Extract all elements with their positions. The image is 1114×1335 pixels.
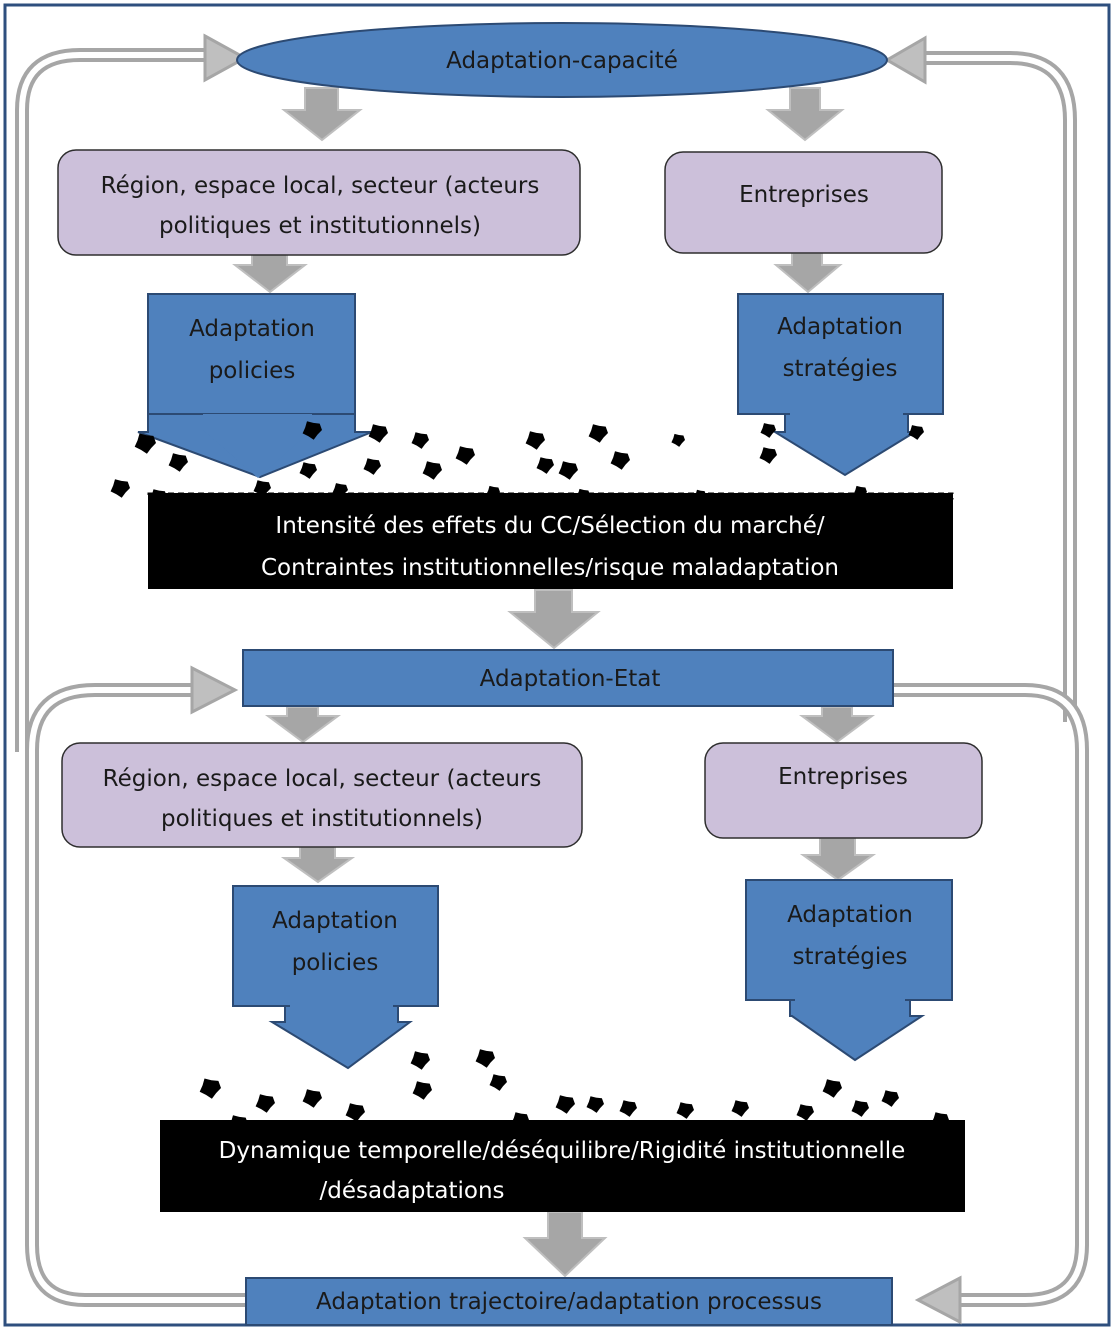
noise-blob bbox=[760, 423, 776, 438]
arrow-firms2-to-strategies bbox=[799, 837, 877, 882]
adaptation-capacity-node: Adaptation-capacité bbox=[236, 22, 888, 98]
policies2-label-line1: Adaptation bbox=[272, 908, 398, 934]
strategies-label-line2: stratégies bbox=[783, 356, 898, 382]
noise-blob bbox=[908, 425, 924, 440]
noise-blob bbox=[412, 1081, 432, 1100]
state-label: Adaptation-Etat bbox=[480, 666, 661, 692]
strategies-arrow-top: Adaptation stratégies bbox=[737, 293, 944, 477]
firms-box-top: Entreprises bbox=[664, 151, 943, 254]
feedback-loop-top bbox=[15, 33, 1077, 752]
constraint-label-line2: Contraintes institutionnelles/risque mal… bbox=[261, 555, 839, 581]
noise-blob bbox=[368, 424, 388, 443]
noise-blob bbox=[363, 458, 381, 475]
arrow-capacity-to-firms bbox=[765, 87, 845, 142]
noise-blob bbox=[455, 446, 475, 465]
noise-blob bbox=[110, 479, 130, 498]
noise-blob bbox=[253, 480, 271, 497]
noise-blob bbox=[410, 1051, 430, 1070]
constraint-band-bottom: Dynamique temporelle/déséquilibre/Rigidi… bbox=[160, 1120, 965, 1212]
noise-blob bbox=[199, 1078, 221, 1099]
noise-blob bbox=[411, 432, 429, 449]
arrow-capacity-to-region bbox=[281, 87, 363, 142]
noise-blob bbox=[881, 1090, 899, 1107]
arrow-state-to-firms bbox=[798, 706, 876, 744]
constraint2-label-line2: /désadaptations bbox=[319, 1178, 504, 1204]
arrow-constraint-to-state bbox=[507, 589, 601, 650]
policies2-label-line2: policies bbox=[292, 950, 379, 976]
noise-blob bbox=[586, 1096, 604, 1113]
strategies2-label-line1: Adaptation bbox=[787, 902, 913, 928]
noise-blob bbox=[255, 1094, 275, 1113]
policies-arrow-bottom: Adaptation policies bbox=[232, 885, 439, 1070]
noise-blob bbox=[851, 1100, 869, 1117]
flow-arrows bbox=[232, 87, 877, 1278]
adaptation-state-node: Adaptation-Etat bbox=[242, 649, 894, 707]
arrow-firms-to-strategies bbox=[773, 252, 843, 294]
noise-blob bbox=[759, 447, 777, 464]
strategies-label-line1: Adaptation bbox=[777, 314, 903, 340]
noise-blob bbox=[345, 1103, 365, 1122]
noise-blob bbox=[731, 1100, 749, 1117]
noise-blob bbox=[536, 457, 554, 474]
region2-label-line2: politiques et institutionnels) bbox=[161, 806, 483, 832]
region-label-line2: politiques et institutionnels) bbox=[159, 213, 481, 239]
noise-blob bbox=[558, 461, 578, 480]
noise-blob bbox=[489, 1074, 507, 1091]
firms-box-bottom: Entreprises bbox=[704, 742, 983, 839]
firms-label: Entreprises bbox=[739, 182, 869, 208]
noise-blob bbox=[555, 1095, 575, 1114]
constraint-label-line1: Intensité des effets du CC/Sélection du … bbox=[275, 513, 824, 539]
feedback-loop-bottom bbox=[25, 665, 1089, 1325]
noise-blob bbox=[134, 433, 156, 454]
constraint-band-top: Intensité des effets du CC/Sélection du … bbox=[147, 492, 954, 589]
capacity-label: Adaptation-capacité bbox=[446, 48, 678, 74]
noise-blob bbox=[168, 453, 188, 472]
noise-blob bbox=[796, 1104, 814, 1121]
policies-arrow-top: Adaptation policies bbox=[137, 293, 373, 479]
policies-label-line2: policies bbox=[209, 358, 296, 384]
noise-blob bbox=[588, 424, 608, 443]
noise-blob bbox=[299, 462, 317, 479]
arrow-region-to-policies bbox=[232, 252, 308, 294]
constraint2-label-line1: Dynamique temporelle/déséquilibre/Rigidi… bbox=[219, 1138, 906, 1164]
noise-blob bbox=[610, 451, 630, 470]
noise-blob bbox=[422, 461, 442, 480]
noise-blob bbox=[671, 433, 685, 447]
noise-blob bbox=[525, 431, 545, 450]
region2-label-line1: Région, espace local, secteur (acteurs bbox=[103, 766, 542, 792]
noise-blob bbox=[676, 1102, 694, 1119]
region-label-line1: Région, espace local, secteur (acteurs bbox=[101, 173, 540, 199]
policies-label-line1: Adaptation bbox=[189, 316, 315, 342]
arrow-region2-to-policies bbox=[280, 844, 356, 884]
arrow-constraint2-to-trajectory bbox=[522, 1211, 608, 1278]
noise-blob bbox=[302, 1089, 322, 1108]
arrow-state-to-region bbox=[264, 706, 342, 744]
firms2-label: Entreprises bbox=[778, 764, 908, 790]
noise-blob bbox=[619, 1100, 637, 1117]
noise-blob bbox=[302, 421, 322, 440]
region-box-top: Région, espace local, secteur (acteurs p… bbox=[57, 149, 581, 256]
strategies-arrow-bottom: Adaptation stratégies bbox=[745, 879, 953, 1062]
noise-blob bbox=[475, 1049, 495, 1068]
region-box-bottom: Région, espace local, secteur (acteurs p… bbox=[61, 742, 583, 848]
noise-blob bbox=[822, 1079, 842, 1098]
strategies2-label-line2: stratégies bbox=[793, 944, 908, 970]
trajectory-label: Adaptation trajectoire/adaptation proces… bbox=[316, 1289, 822, 1315]
adaptation-trajectory-node: Adaptation trajectoire/adaptation proces… bbox=[245, 1277, 893, 1326]
